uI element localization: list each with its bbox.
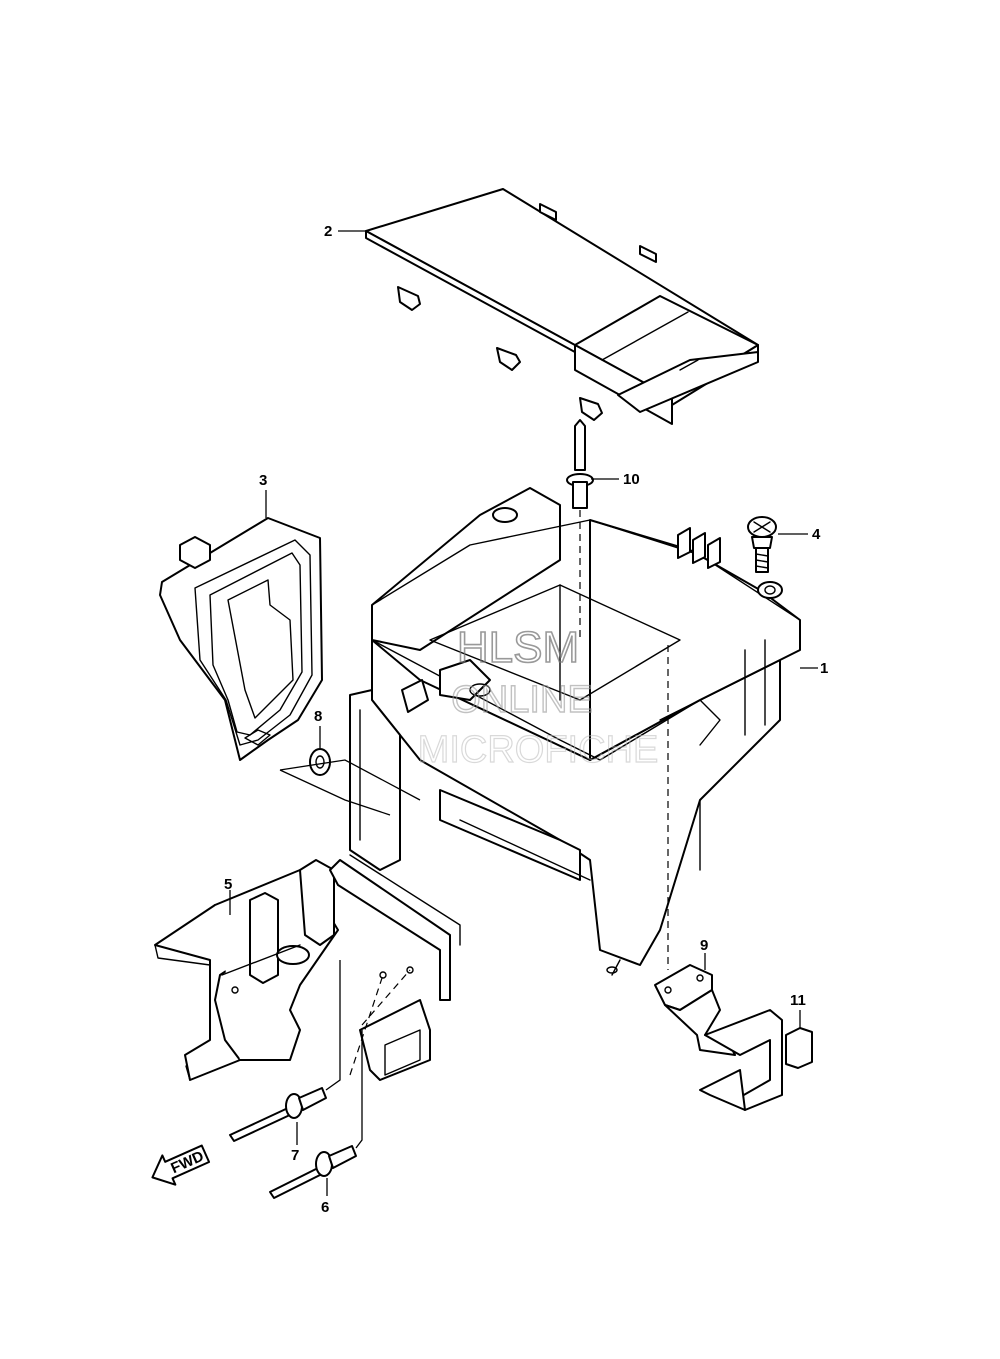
callout-2: 2	[324, 223, 332, 240]
part-11-pad	[785, 1027, 813, 1069]
callout-7: 7	[291, 1147, 299, 1164]
mount-plate	[329, 854, 461, 1081]
part-5-bracket	[154, 859, 339, 1081]
callout-9: 9	[700, 937, 708, 954]
callout-6: 6	[321, 1199, 329, 1216]
callout-5: 5	[224, 876, 232, 893]
part-4-screw	[747, 516, 777, 573]
part-1-box	[349, 487, 801, 976]
forward-direction-arrow-icon: FWD	[151, 1144, 211, 1186]
callout-10: 10	[623, 471, 640, 488]
part-7-rivet	[229, 1087, 327, 1142]
callout-8: 8	[314, 708, 322, 725]
watermark-line-3: MICROFICHE	[418, 729, 659, 771]
callout-3: 3	[259, 472, 267, 489]
part-10-rivet	[566, 419, 594, 509]
part-8-washer	[309, 748, 331, 776]
part-6-rivet	[269, 1145, 357, 1199]
callout-1: 1	[820, 660, 828, 677]
part-3-side-cover	[159, 517, 323, 761]
watermark-line-1: HLSM	[457, 623, 579, 672]
callout-11: 11	[790, 992, 806, 1009]
part-2-cover	[365, 188, 759, 425]
part-9-bracket	[654, 964, 783, 1111]
watermark-line-2: ONLINE	[451, 679, 592, 721]
callout-4: 4	[812, 526, 821, 543]
